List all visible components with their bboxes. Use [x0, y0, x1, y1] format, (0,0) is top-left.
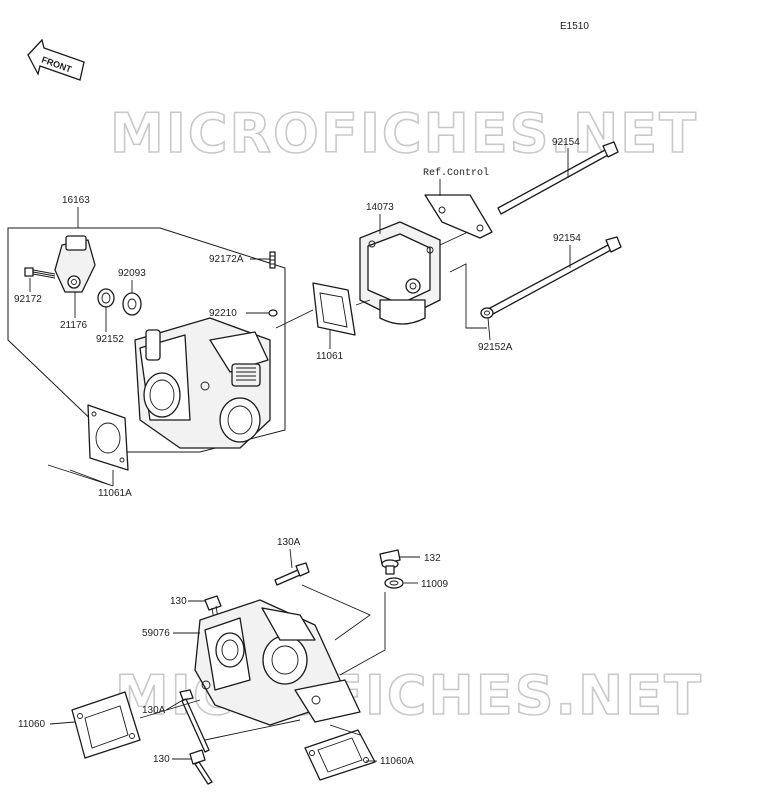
bolt-130a-mid [179, 689, 210, 753]
diagram-code: E1510 [560, 21, 589, 32]
label-92172a: 92172A [209, 254, 244, 265]
label-59076: 59076 [142, 628, 170, 639]
label-11060a: 11060A [380, 756, 414, 767]
bolt-92154-lower [489, 236, 622, 315]
label-11061a: 11061A [98, 488, 132, 499]
label-11060: 11060 [18, 719, 46, 730]
manifold-59076 [194, 599, 361, 726]
oring-92152 [97, 288, 115, 308]
label-92152a: 92152A [478, 342, 513, 353]
washer-92210 [268, 309, 278, 317]
bolt-130-top [204, 595, 222, 621]
label-92152: 92152 [96, 334, 124, 345]
front-arrow-icon: FRONT [27, 38, 85, 81]
gasket-11060a [304, 729, 376, 781]
label-130a-top: 130A [277, 537, 301, 548]
adapter-14073 [359, 221, 441, 325]
label-11009: 11009 [421, 579, 449, 590]
label-92210: 92210 [209, 308, 237, 319]
label-16163: 16163 [62, 195, 90, 206]
gasket-11061 [312, 282, 356, 336]
label-11061: 11061 [316, 351, 344, 362]
label-130-top: 130 [170, 596, 187, 607]
label-130a-mid: 130A [142, 705, 166, 716]
label-92154-a: 92154 [552, 137, 580, 148]
bolt-132 [379, 549, 401, 575]
bolt-130-bottom [189, 749, 213, 785]
ref-control-bracket [424, 194, 493, 239]
guide-line-b [355, 299, 371, 306]
washer-92152a [480, 307, 494, 319]
label-14073: 14073 [366, 202, 394, 213]
bolt-92154-upper [497, 141, 619, 215]
guide-line-c [439, 231, 469, 246]
bolt-130a-top [274, 562, 310, 586]
washer-11009 [384, 577, 404, 589]
label-ref-control: Ref.Control [423, 167, 489, 179]
label-130-bottom: 130 [153, 754, 170, 765]
throttle-body [134, 317, 271, 449]
screw-92172a [269, 251, 276, 269]
label-132: 132 [424, 553, 441, 564]
washer-92093 [122, 292, 142, 316]
gasket-11060 [71, 691, 141, 759]
guide-line-d [449, 263, 487, 329]
label-92093: 92093 [118, 268, 146, 279]
label-92172: 92172 [14, 294, 42, 305]
label-92154-b: 92154 [553, 233, 581, 244]
screw-92172 [24, 267, 56, 279]
throttle-sensor [54, 235, 96, 293]
label-21176: 21176 [60, 320, 88, 331]
guide-line-a [275, 309, 314, 329]
gasket-11061a [87, 404, 129, 471]
